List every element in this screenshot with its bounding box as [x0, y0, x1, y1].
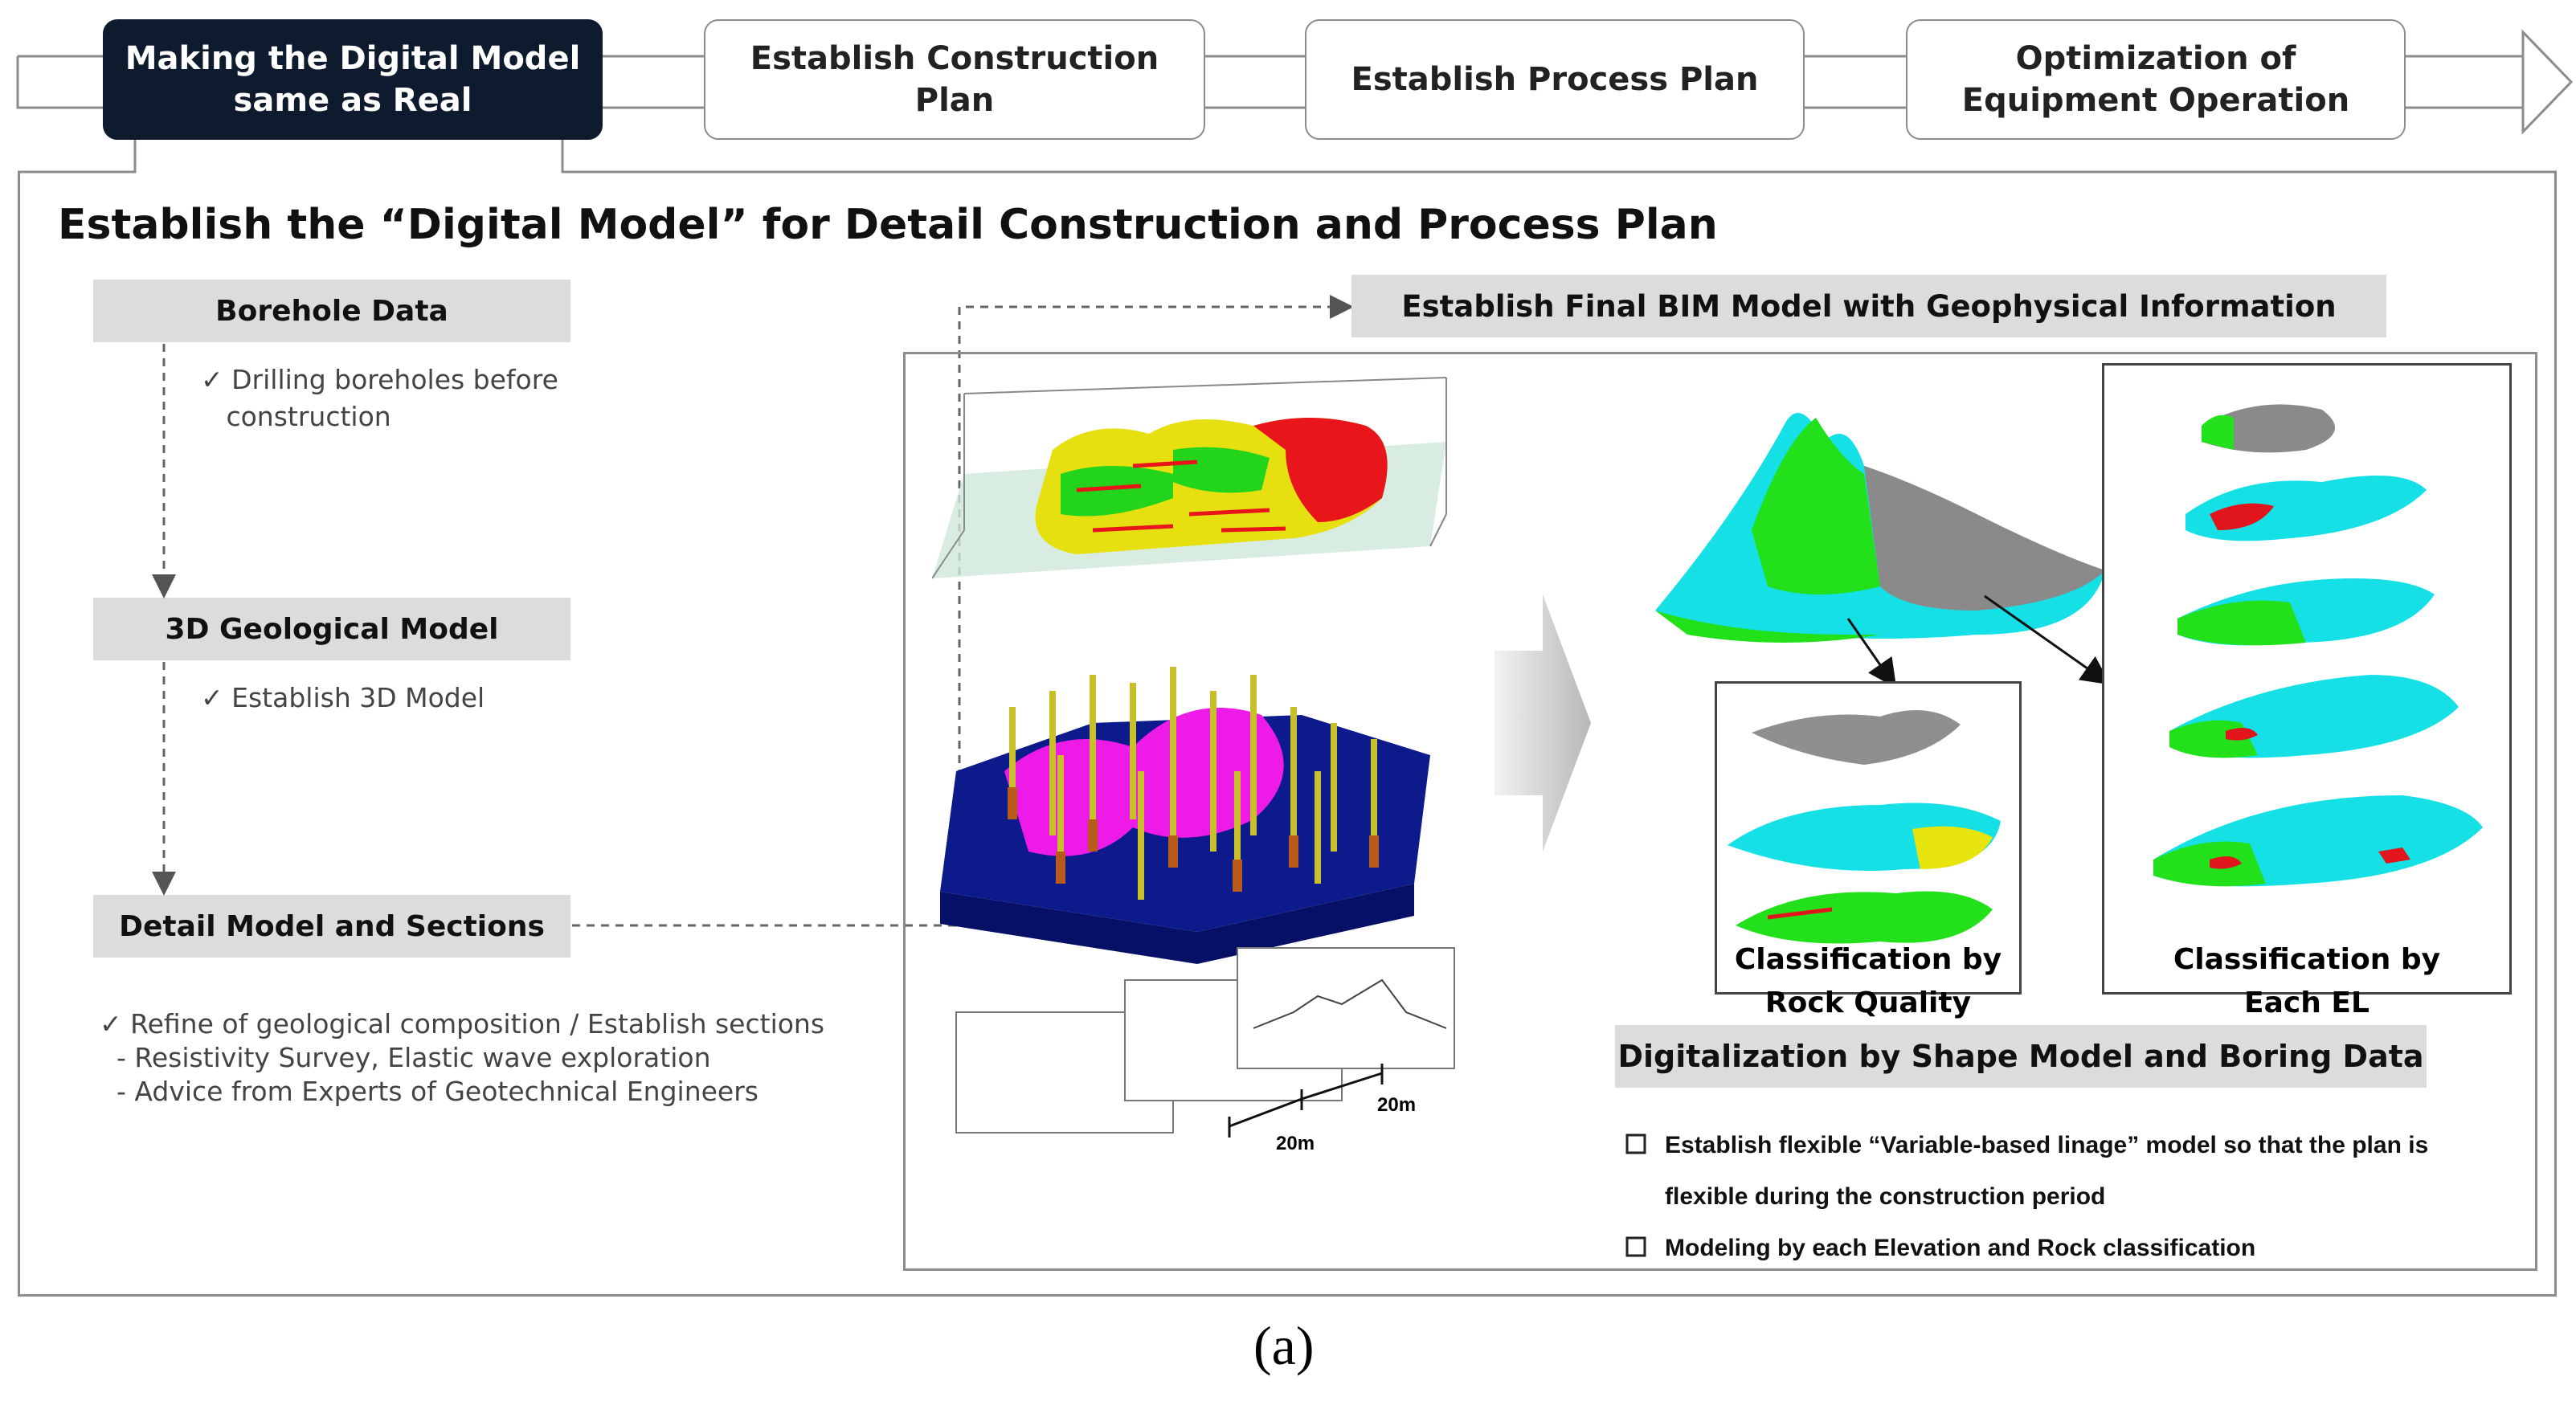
digitalization-header: Digitalization by Shape Model and Boring… [1615, 1025, 2427, 1088]
bullet-elevation-modeling: Modeling by each Elevation and Rock clas… [1665, 1235, 2256, 1261]
bullet-flexible-model-cont: flexible during the construction period [1665, 1183, 2106, 1210]
step-label: Establish Process Plan [1351, 61, 1759, 98]
borehole-note: ✓ Drilling boreholes before construction [201, 364, 558, 432]
step-label: Optimization of Equipment Operation [1961, 40, 2350, 119]
elevation-layers [2153, 404, 2483, 887]
sections-image [955, 947, 1455, 1133]
terrain-model-image [1655, 413, 2105, 643]
step-label: Establish Construction Plan [750, 40, 1159, 119]
bim-frame [903, 352, 2537, 1271]
detail-model-box: Detail Model and Sections [93, 895, 570, 958]
geological-note: ✓ Establish 3D Model [201, 682, 485, 713]
borehole-model-image [940, 667, 1430, 964]
geological-visualizations [932, 377, 1455, 1138]
elevation-panel [2102, 363, 2512, 995]
main-title: Establish the “Digital Model” for Detail… [58, 201, 1718, 249]
elevation-caption: Classification by Each EL [2173, 943, 2441, 1019]
dimension-label: 20m [1377, 1094, 1417, 1116]
geological-model-box: 3D Geological Model [93, 598, 570, 660]
rock-quality-caption: Classification by Rock Quality [1734, 943, 2002, 1019]
detail-note: ✓ Refine of geological composition / Est… [100, 1008, 825, 1107]
transition-arrow [1494, 594, 1591, 852]
step-process-plan[interactable]: Establish Process Plan [1305, 19, 1805, 140]
bim-model-header: Establish Final BIM Model with Geophysic… [1351, 275, 2386, 337]
step-label: Making the Digital Model same as Real [125, 40, 581, 119]
checkbox-icon [1625, 1133, 1646, 1154]
borehole-data-box: Borehole Data [93, 280, 570, 342]
dimension-label: 20m [1276, 1133, 1315, 1154]
step-making-digital-model[interactable]: Making the Digital Model same as Real [103, 19, 603, 140]
rock-quality-layers [1728, 710, 2001, 944]
step-construction-plan[interactable]: Establish Construction Plan [704, 19, 1205, 140]
checkbox-icon [1625, 1236, 1646, 1257]
process-arrow-head [2521, 29, 2574, 135]
figure-label: (a) [1253, 1315, 1315, 1376]
step-equipment-optimization[interactable]: Optimization of Equipment Operation [1906, 19, 2406, 140]
main-frame [18, 172, 2557, 1297]
voxel-model-image [932, 377, 1447, 579]
bullet-flexible-model: Establish flexible “Variable-based linag… [1665, 1132, 2429, 1158]
